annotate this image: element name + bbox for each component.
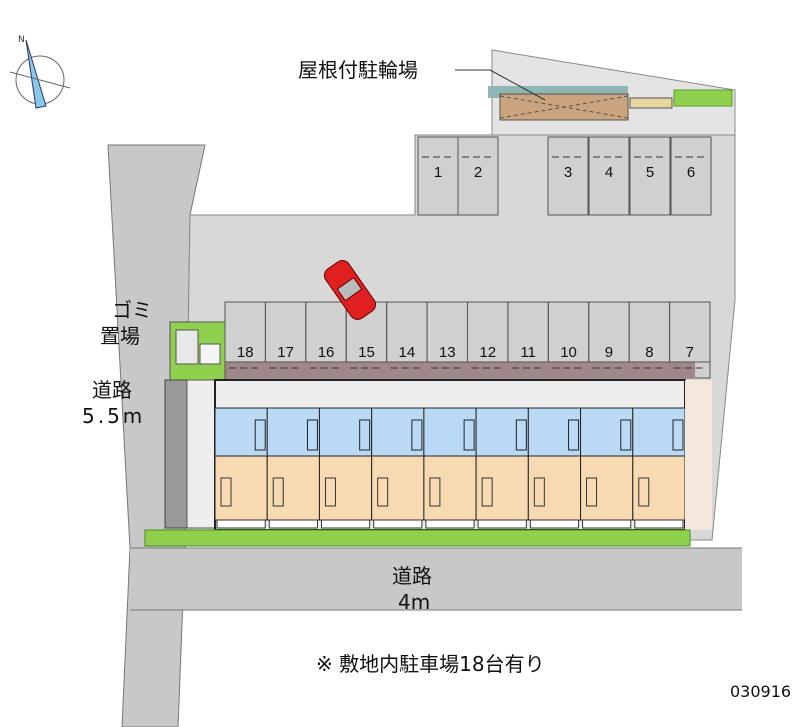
parking-space: 16	[305, 301, 347, 369]
parking-number: 7	[686, 344, 694, 361]
garbage-label-1: ゴミ	[112, 298, 152, 322]
compass-icon: N	[9, 35, 71, 109]
parking-number: 8	[645, 344, 653, 361]
parking-number: 9	[605, 344, 613, 361]
road-bottom	[130, 548, 742, 610]
parking-space: 17	[264, 301, 307, 369]
road-left-width: 5.5m	[82, 404, 146, 428]
parking-space: 4	[588, 136, 630, 216]
parking-number: 17	[277, 344, 294, 361]
road-bottom-name: 道路	[392, 564, 432, 588]
apartment-unit	[475, 407, 529, 529]
apartment-unit	[580, 407, 634, 529]
apartment-unit	[371, 407, 425, 529]
parking-space: 6	[670, 136, 712, 216]
parking-number: 15	[358, 344, 375, 361]
car-icon	[323, 260, 377, 320]
parking-number: 5	[646, 164, 654, 181]
grass-patch	[673, 89, 733, 107]
apartment-unit	[527, 407, 582, 529]
parking-number: 18	[237, 344, 254, 361]
apartment-unit	[318, 407, 373, 529]
apartment-unit	[214, 407, 268, 529]
road-bottom-width: 4m	[398, 590, 431, 614]
parking-space: 1	[417, 136, 459, 216]
grass-strip	[144, 529, 691, 547]
parking-number: 13	[439, 344, 456, 361]
garbage-label-2: 置場	[100, 324, 140, 348]
parking-space: 7	[669, 301, 711, 369]
parking-number: 6	[687, 164, 695, 181]
parking-number: 2	[474, 164, 482, 181]
parking-number: 16	[318, 344, 335, 361]
parking-number: 11	[520, 344, 536, 361]
svg-text:N: N	[18, 35, 25, 45]
parking-note: ※ 敷地内駐車場18台有り	[316, 652, 545, 676]
apartment-unit	[423, 407, 477, 529]
bike-shelter-label: 屋根付駐輪場	[298, 58, 418, 82]
apartment-unit	[266, 407, 320, 529]
parking-space: 5	[629, 136, 671, 216]
parking-space: 14	[386, 301, 428, 369]
parking-space: 2	[457, 136, 499, 216]
parking-number: 4	[605, 164, 613, 181]
road-left-name: 道路	[92, 378, 132, 402]
map-code: 030916	[730, 682, 792, 701]
apartment-unit	[632, 407, 686, 529]
parking-space: 3	[547, 136, 589, 216]
parking-number: 10	[560, 344, 577, 361]
parking-number: 1	[434, 164, 442, 181]
parking-number: 12	[479, 344, 496, 361]
parking-number: 14	[399, 344, 416, 361]
parking-number: 3	[564, 164, 572, 181]
